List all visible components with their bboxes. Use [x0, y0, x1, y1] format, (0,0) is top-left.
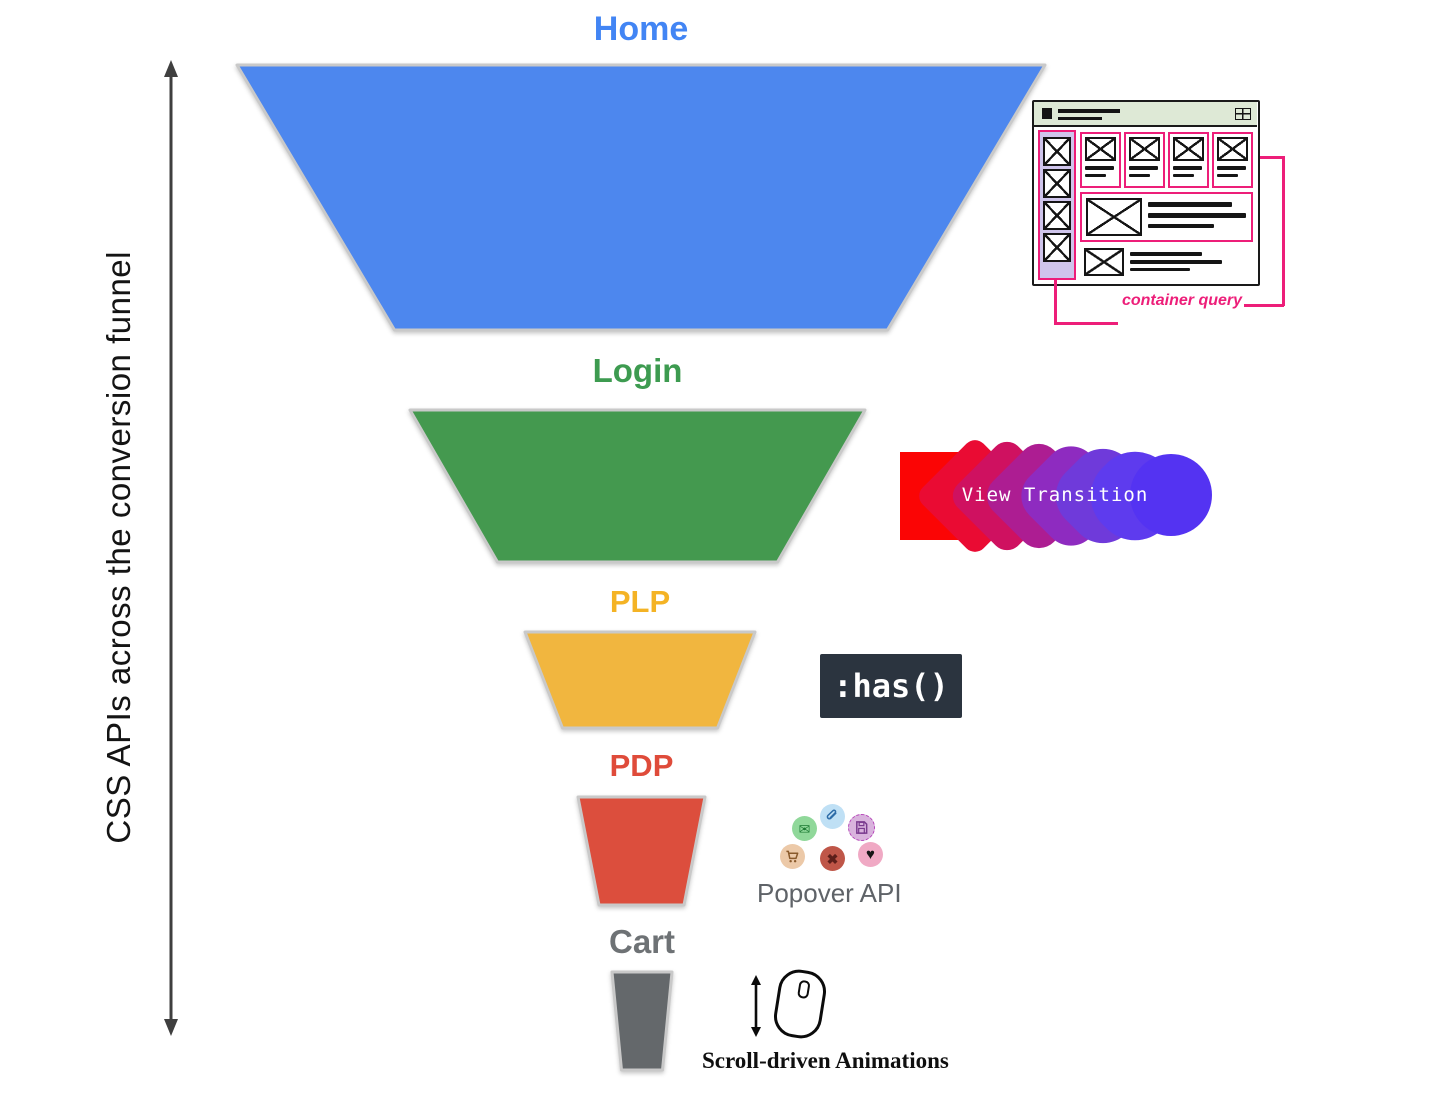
- image-placeholder-icon: [1043, 233, 1071, 262]
- image-placeholder-icon: [1173, 137, 1204, 161]
- funnel-axis-label: CSS APIs across the conversion funnel: [100, 250, 137, 844]
- image-placeholder-icon: [1217, 137, 1248, 161]
- image-placeholder-icon: [1085, 137, 1116, 161]
- heart-icon: ♥: [858, 842, 883, 867]
- text-placeholder-line: [1085, 166, 1114, 170]
- text-placeholder-line: [1217, 166, 1246, 170]
- text-placeholder-line: [1148, 213, 1246, 218]
- image-placeholder-icon: [1086, 198, 1142, 236]
- wireframe-sidebar: [1038, 130, 1076, 280]
- wireframe-hero-card: [1080, 192, 1253, 242]
- text-placeholder-line: [1130, 252, 1202, 256]
- funnel-axis-arrow: [164, 60, 178, 1036]
- wireframe-product-card: [1168, 132, 1209, 188]
- popover-api-label: Popover API: [757, 878, 902, 908]
- view-transition-label: View Transition: [961, 484, 1149, 506]
- popover-illustration: ✉ ✖ ♥: [770, 798, 920, 882]
- container-query-label: container query: [1121, 292, 1243, 309]
- text-placeholder-line: [1173, 174, 1194, 177]
- text-placeholder-line: [1130, 260, 1222, 264]
- stage-shape-plp: [523, 630, 757, 730]
- stage-shape-home: [235, 63, 1047, 332]
- text-placeholder-line: [1148, 224, 1214, 228]
- image-placeholder-icon: [1043, 201, 1071, 230]
- text-placeholder-line: [1058, 117, 1102, 120]
- arrow-down-icon: [164, 1019, 178, 1036]
- annotation-connector-line: [1244, 304, 1284, 307]
- wireframe-header: [1034, 102, 1257, 127]
- attachment-icon: [820, 804, 845, 829]
- stage-label-home: Home: [593, 10, 689, 48]
- annotation-connector-line: [1260, 156, 1284, 159]
- stage-shape-cart: [610, 970, 674, 1072]
- stage-label-login: Login: [592, 352, 683, 389]
- arrow-up-icon: [164, 60, 178, 77]
- wireframe-list-row: [1080, 246, 1253, 282]
- mouse-icon: [770, 966, 830, 1042]
- stage-label-pdp: PDP: [609, 748, 674, 783]
- close-icon: ✖: [820, 846, 845, 871]
- cart-icon: [780, 844, 805, 869]
- text-placeholder-line: [1058, 109, 1120, 113]
- scroll-driven-illustration: [748, 966, 858, 1048]
- text-placeholder-line: [1129, 166, 1158, 170]
- morph-end-circle: [1130, 454, 1212, 536]
- text-placeholder-line: [1148, 202, 1232, 207]
- text-placeholder-line: [1129, 174, 1150, 177]
- container-query-illustration: container query: [1032, 100, 1294, 345]
- save-icon: [848, 814, 875, 841]
- mouse-wheel-icon: [796, 979, 811, 1000]
- wireframe-browser-window: [1032, 100, 1260, 286]
- image-placeholder-icon: [1043, 137, 1071, 166]
- text-placeholder-line: [1085, 174, 1106, 177]
- image-placeholder-icon: [1129, 137, 1160, 161]
- stage-label-plp: PLP: [609, 584, 671, 619]
- wireframe-product-card: [1124, 132, 1165, 188]
- stage-label-cart: Cart: [608, 923, 676, 960]
- has-selector-label: :has(): [833, 667, 949, 705]
- image-placeholder-icon: [1043, 169, 1071, 198]
- text-placeholder-line: [1217, 174, 1238, 177]
- image-placeholder-icon: [1084, 248, 1124, 276]
- view-transition-illustration: View Transition: [898, 435, 1214, 557]
- annotation-connector-line: [1054, 280, 1057, 324]
- text-placeholder-line: [1173, 166, 1202, 170]
- annotation-connector-line: [1282, 156, 1285, 306]
- email-icon: ✉: [792, 816, 817, 841]
- up-down-arrow-icon: [751, 975, 761, 1037]
- stage-shape-pdp: [576, 795, 707, 907]
- wireframe-logo-block: [1042, 108, 1052, 119]
- annotation-connector-line: [1054, 322, 1118, 325]
- text-placeholder-line: [1130, 268, 1190, 271]
- scroll-driven-label: Scroll-driven Animations: [702, 1048, 949, 1073]
- wireframe-product-card: [1080, 132, 1121, 188]
- has-selector-badge: :has(): [820, 654, 962, 718]
- grid-menu-icon: [1235, 108, 1251, 120]
- stage-shape-login: [408, 408, 867, 564]
- wireframe-product-card: [1212, 132, 1253, 188]
